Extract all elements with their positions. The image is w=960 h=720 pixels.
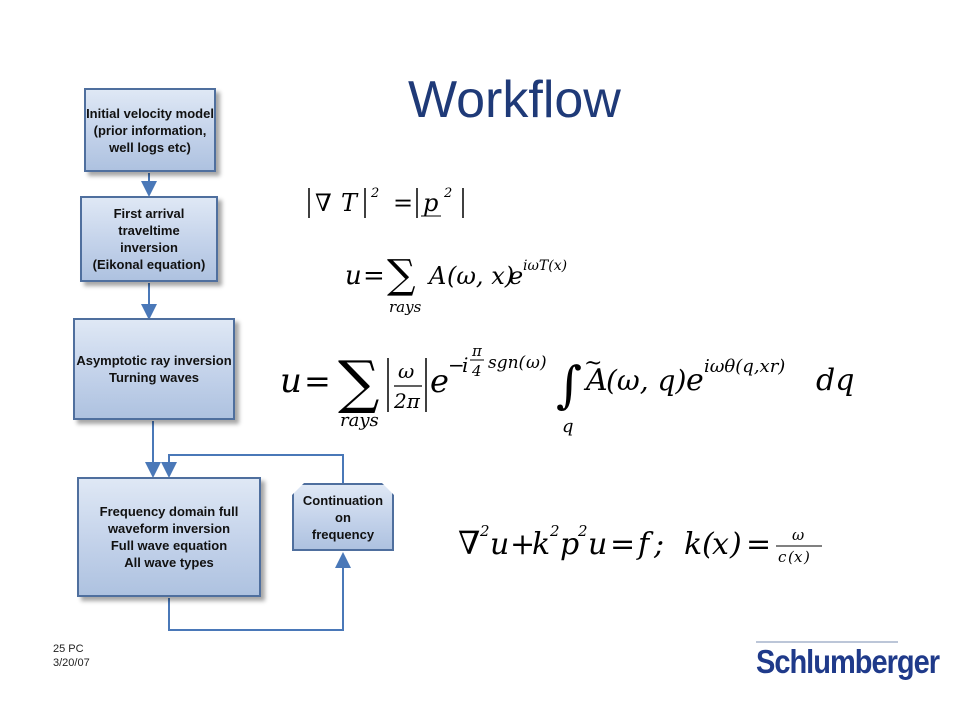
box-line: (Eikonal equation) bbox=[92, 257, 206, 272]
svg-text:(ω, x): (ω, x) bbox=[447, 262, 514, 290]
schlumberger-logo: Schlumberger bbox=[756, 644, 940, 681]
svg-text:f: f bbox=[636, 527, 654, 562]
svg-text:iωθ(q,xr): iωθ(q,xr) bbox=[704, 356, 785, 377]
box-line: Continuation on bbox=[302, 492, 384, 525]
svg-text:iωT(x): iωT(x) bbox=[523, 258, 567, 274]
svg-text:~: ~ bbox=[584, 351, 602, 376]
svg-text:u: u bbox=[345, 261, 362, 291]
box-first-arrival-traveltime-inversion: First arrival traveltime inversion (Eiko… bbox=[80, 196, 218, 282]
svg-text:dq: dq bbox=[816, 363, 854, 398]
svg-text:): ) bbox=[729, 527, 742, 562]
svg-text:k: k bbox=[684, 527, 702, 562]
box-initial-velocity-model: Initial velocity model (prior informatio… bbox=[84, 88, 216, 172]
svg-text:rays: rays bbox=[389, 298, 422, 316]
svg-text:=: = bbox=[363, 261, 385, 291]
box-asymptotic-ray-inversion: Asymptotic ray inversion Turning waves bbox=[73, 318, 235, 420]
svg-text:4: 4 bbox=[471, 362, 482, 380]
svg-text:2π: 2π bbox=[393, 389, 421, 413]
svg-text:∫: ∫ bbox=[556, 356, 582, 414]
svg-text:2: 2 bbox=[370, 186, 379, 201]
box-line: (prior information, bbox=[93, 122, 207, 138]
box-continuation-on-frequency: Continuation on frequency bbox=[292, 483, 394, 551]
page-number: 25 PC bbox=[53, 643, 84, 655]
svg-text:=: = bbox=[304, 362, 331, 400]
svg-text:e: e bbox=[430, 362, 449, 400]
svg-text:i: i bbox=[462, 353, 468, 377]
svg-text:=: = bbox=[393, 189, 413, 217]
box-line: waveform inversion bbox=[107, 521, 231, 536]
svg-text:(ω, q): (ω, q) bbox=[606, 364, 686, 397]
box-line: First arrival traveltime bbox=[113, 206, 185, 238]
svg-text:p: p bbox=[423, 189, 438, 217]
svg-text:∇: ∇ bbox=[315, 189, 332, 217]
box-line: frequency bbox=[311, 526, 375, 542]
svg-text:A: A bbox=[583, 363, 608, 398]
svg-text:(: ( bbox=[702, 527, 715, 562]
slide-title: Workflow bbox=[408, 71, 621, 129]
svg-text:;: ; bbox=[653, 527, 664, 562]
svg-text:∑: ∑ bbox=[338, 348, 379, 416]
svg-text:T: T bbox=[341, 189, 359, 217]
svg-text:ω: ω bbox=[526, 353, 540, 373]
svg-text:x: x bbox=[794, 548, 803, 566]
box-line: All wave types bbox=[124, 555, 214, 570]
svg-text:+: + bbox=[510, 527, 535, 562]
svg-text:π: π bbox=[471, 342, 483, 360]
box-line: Turning waves bbox=[108, 370, 200, 385]
svg-text:x: x bbox=[712, 527, 729, 562]
arrow-4-to-5 bbox=[168, 552, 351, 631]
svg-text:q: q bbox=[562, 416, 574, 437]
svg-text:p: p bbox=[560, 527, 579, 562]
svg-text:∇: ∇ bbox=[458, 524, 480, 562]
box-line: inversion bbox=[120, 240, 178, 255]
svg-text:rays: rays bbox=[340, 410, 379, 431]
box-line: Asymptotic ray inversion bbox=[76, 353, 232, 368]
logo-rule bbox=[756, 641, 898, 643]
svg-text:2: 2 bbox=[479, 522, 490, 540]
svg-text:c: c bbox=[778, 548, 787, 566]
arrow-5-to-4 bbox=[161, 454, 344, 483]
svg-text:ω: ω bbox=[792, 526, 804, 544]
svg-text:ω: ω bbox=[398, 359, 414, 383]
svg-text:2: 2 bbox=[443, 186, 452, 201]
svg-text:(: ( bbox=[788, 548, 795, 566]
svg-text:e: e bbox=[686, 363, 704, 398]
svg-text:=: = bbox=[746, 527, 771, 562]
slide-footer: 25 PC 3/20/07 bbox=[53, 642, 90, 670]
svg-text:−: − bbox=[448, 353, 465, 377]
svg-text:u: u bbox=[280, 361, 302, 401]
svg-text:e: e bbox=[509, 262, 523, 290]
svg-text:): ) bbox=[803, 548, 810, 566]
box-frequency-domain-fwi: Frequency domain full waveform inversion… bbox=[77, 477, 261, 597]
svg-text:=: = bbox=[610, 527, 635, 562]
box-line: well logs etc) bbox=[109, 139, 191, 155]
svg-text:sgn(: sgn( bbox=[488, 353, 526, 373]
svg-text:u: u bbox=[490, 527, 509, 562]
svg-text:2: 2 bbox=[577, 522, 588, 540]
svg-text:k: k bbox=[532, 527, 550, 562]
box-line: Frequency domain full bbox=[99, 504, 239, 519]
svg-text:∑: ∑ bbox=[387, 252, 416, 298]
box-line: Initial velocity model bbox=[86, 105, 214, 121]
svg-text:A: A bbox=[427, 262, 446, 290]
slide-date: 3/20/07 bbox=[53, 657, 90, 669]
svg-text:2: 2 bbox=[549, 522, 560, 540]
svg-text:u: u bbox=[588, 527, 607, 562]
box-line: Full wave equation bbox=[110, 538, 228, 553]
svg-text:): ) bbox=[539, 353, 547, 373]
